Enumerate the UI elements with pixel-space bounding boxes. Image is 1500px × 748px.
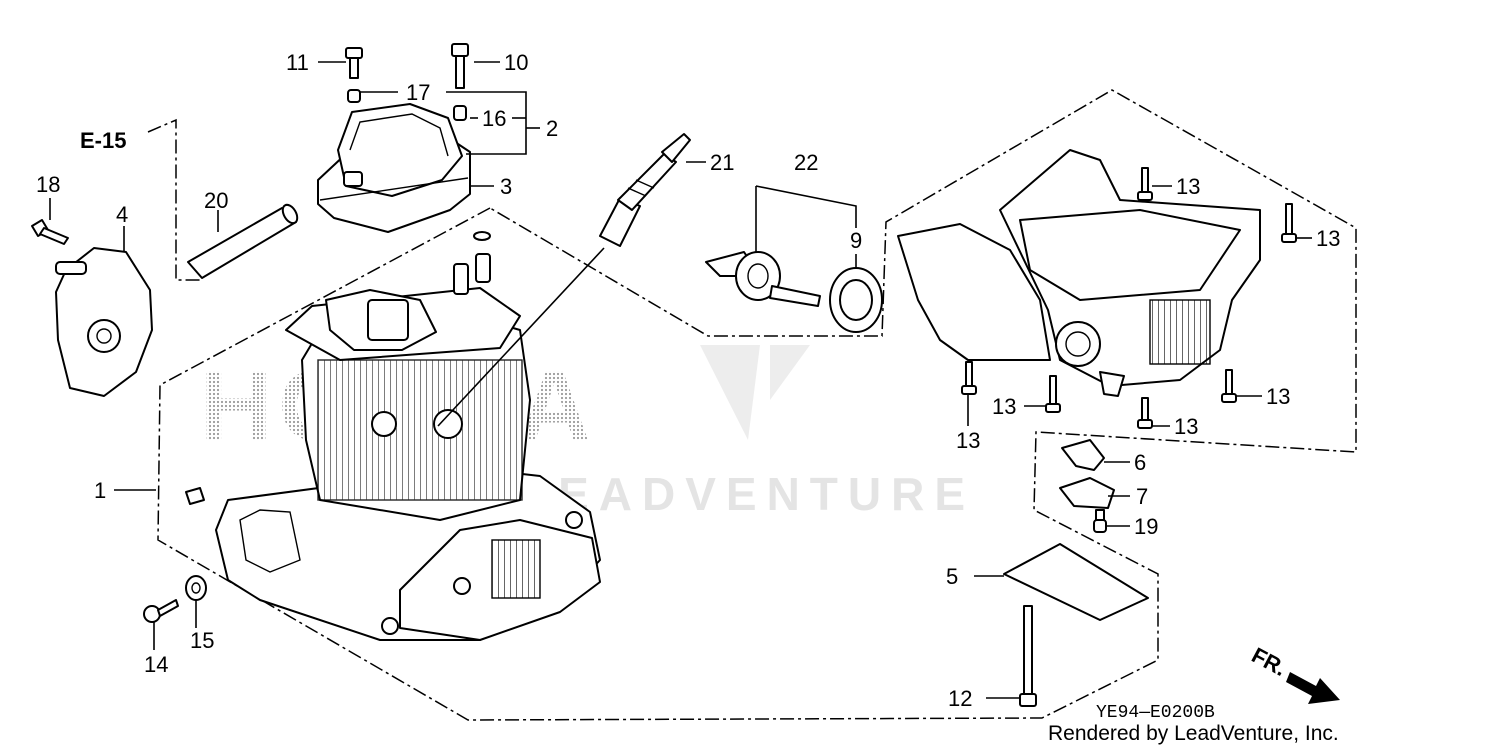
assembly-boundary-left [157, 89, 1357, 721]
callout-16: 16 [482, 106, 506, 131]
collar-16-icon [453, 105, 467, 121]
bolt-19-icon [1093, 509, 1107, 533]
plate-7-icon [1059, 477, 1115, 509]
callout-2: 2 [546, 116, 558, 141]
render-credit: Rendered by LeadVenture, Inc. [1048, 722, 1339, 745]
cylinder-block-1 [215, 287, 601, 641]
bolt-12-icon [1019, 605, 1037, 707]
callout-7: 7 [1136, 484, 1148, 509]
callout-18: 18 [36, 172, 60, 197]
callout-13: 13 [1176, 174, 1200, 199]
dipstick-22-icon [705, 251, 821, 307]
reference-e15: E-15 [80, 128, 126, 153]
callout-6: 6 [1134, 450, 1146, 475]
callout-19: 19 [1134, 514, 1158, 539]
watermark-logo-icon [700, 345, 810, 440]
bolt-18-icon [31, 219, 69, 245]
gasket-5-icon [1003, 543, 1149, 621]
callout-13: 13 [992, 394, 1016, 419]
diagram-code: YE94—E0200B [1096, 703, 1215, 723]
leader-lines [49, 61, 1312, 699]
bolt-10-icon [451, 43, 469, 89]
valve-guides-icon [453, 231, 491, 295]
callout-21: 21 [710, 150, 734, 175]
watermark-vendor: LEADVENTURE [520, 468, 975, 520]
callout-4: 4 [116, 202, 128, 227]
bolt-14-icon [143, 599, 179, 623]
callout-10: 10 [504, 50, 528, 75]
oil-seal-9-icon [829, 267, 883, 333]
front-label: FR. [1248, 642, 1291, 681]
callout-12: 12 [948, 686, 972, 711]
callout-3: 3 [500, 174, 512, 199]
callout-17: 17 [406, 80, 430, 105]
callout-13: 13 [1266, 384, 1290, 409]
callout-13: 13 [956, 428, 980, 453]
callout-13: 13 [1174, 414, 1198, 439]
head-cover [317, 103, 471, 233]
washer-15-icon [185, 575, 207, 601]
cover-plate-4 [55, 247, 153, 397]
crankcase-bolts-icon [961, 167, 1297, 429]
dowel-pin-icon [185, 487, 205, 505]
callout-13: 13 [1316, 226, 1340, 251]
front-direction-marker: FR. [1248, 642, 1340, 704]
callout-1: 1 [94, 478, 106, 503]
bolt-11-icon [345, 47, 363, 79]
callout-labels: 11 10 17 16 2 3 18 4 20 21 22 9 1 14 15 … [36, 50, 1340, 711]
callout-9: 9 [850, 228, 862, 253]
callout-20: 20 [204, 188, 228, 213]
callout-22: 22 [794, 150, 818, 175]
callout-14: 14 [144, 652, 168, 677]
callout-11: 11 [286, 50, 309, 75]
collar-17-icon [347, 89, 361, 103]
front-arrow-icon [1286, 672, 1340, 704]
bracket-e15 [147, 118, 200, 281]
bracket-6-icon [1061, 439, 1105, 471]
crankcase-housing [897, 149, 1261, 397]
spark-plug-21-icon [599, 133, 691, 247]
callout-15: 15 [190, 628, 214, 653]
pipe-20-icon [187, 203, 299, 279]
callout-5: 5 [946, 564, 958, 589]
